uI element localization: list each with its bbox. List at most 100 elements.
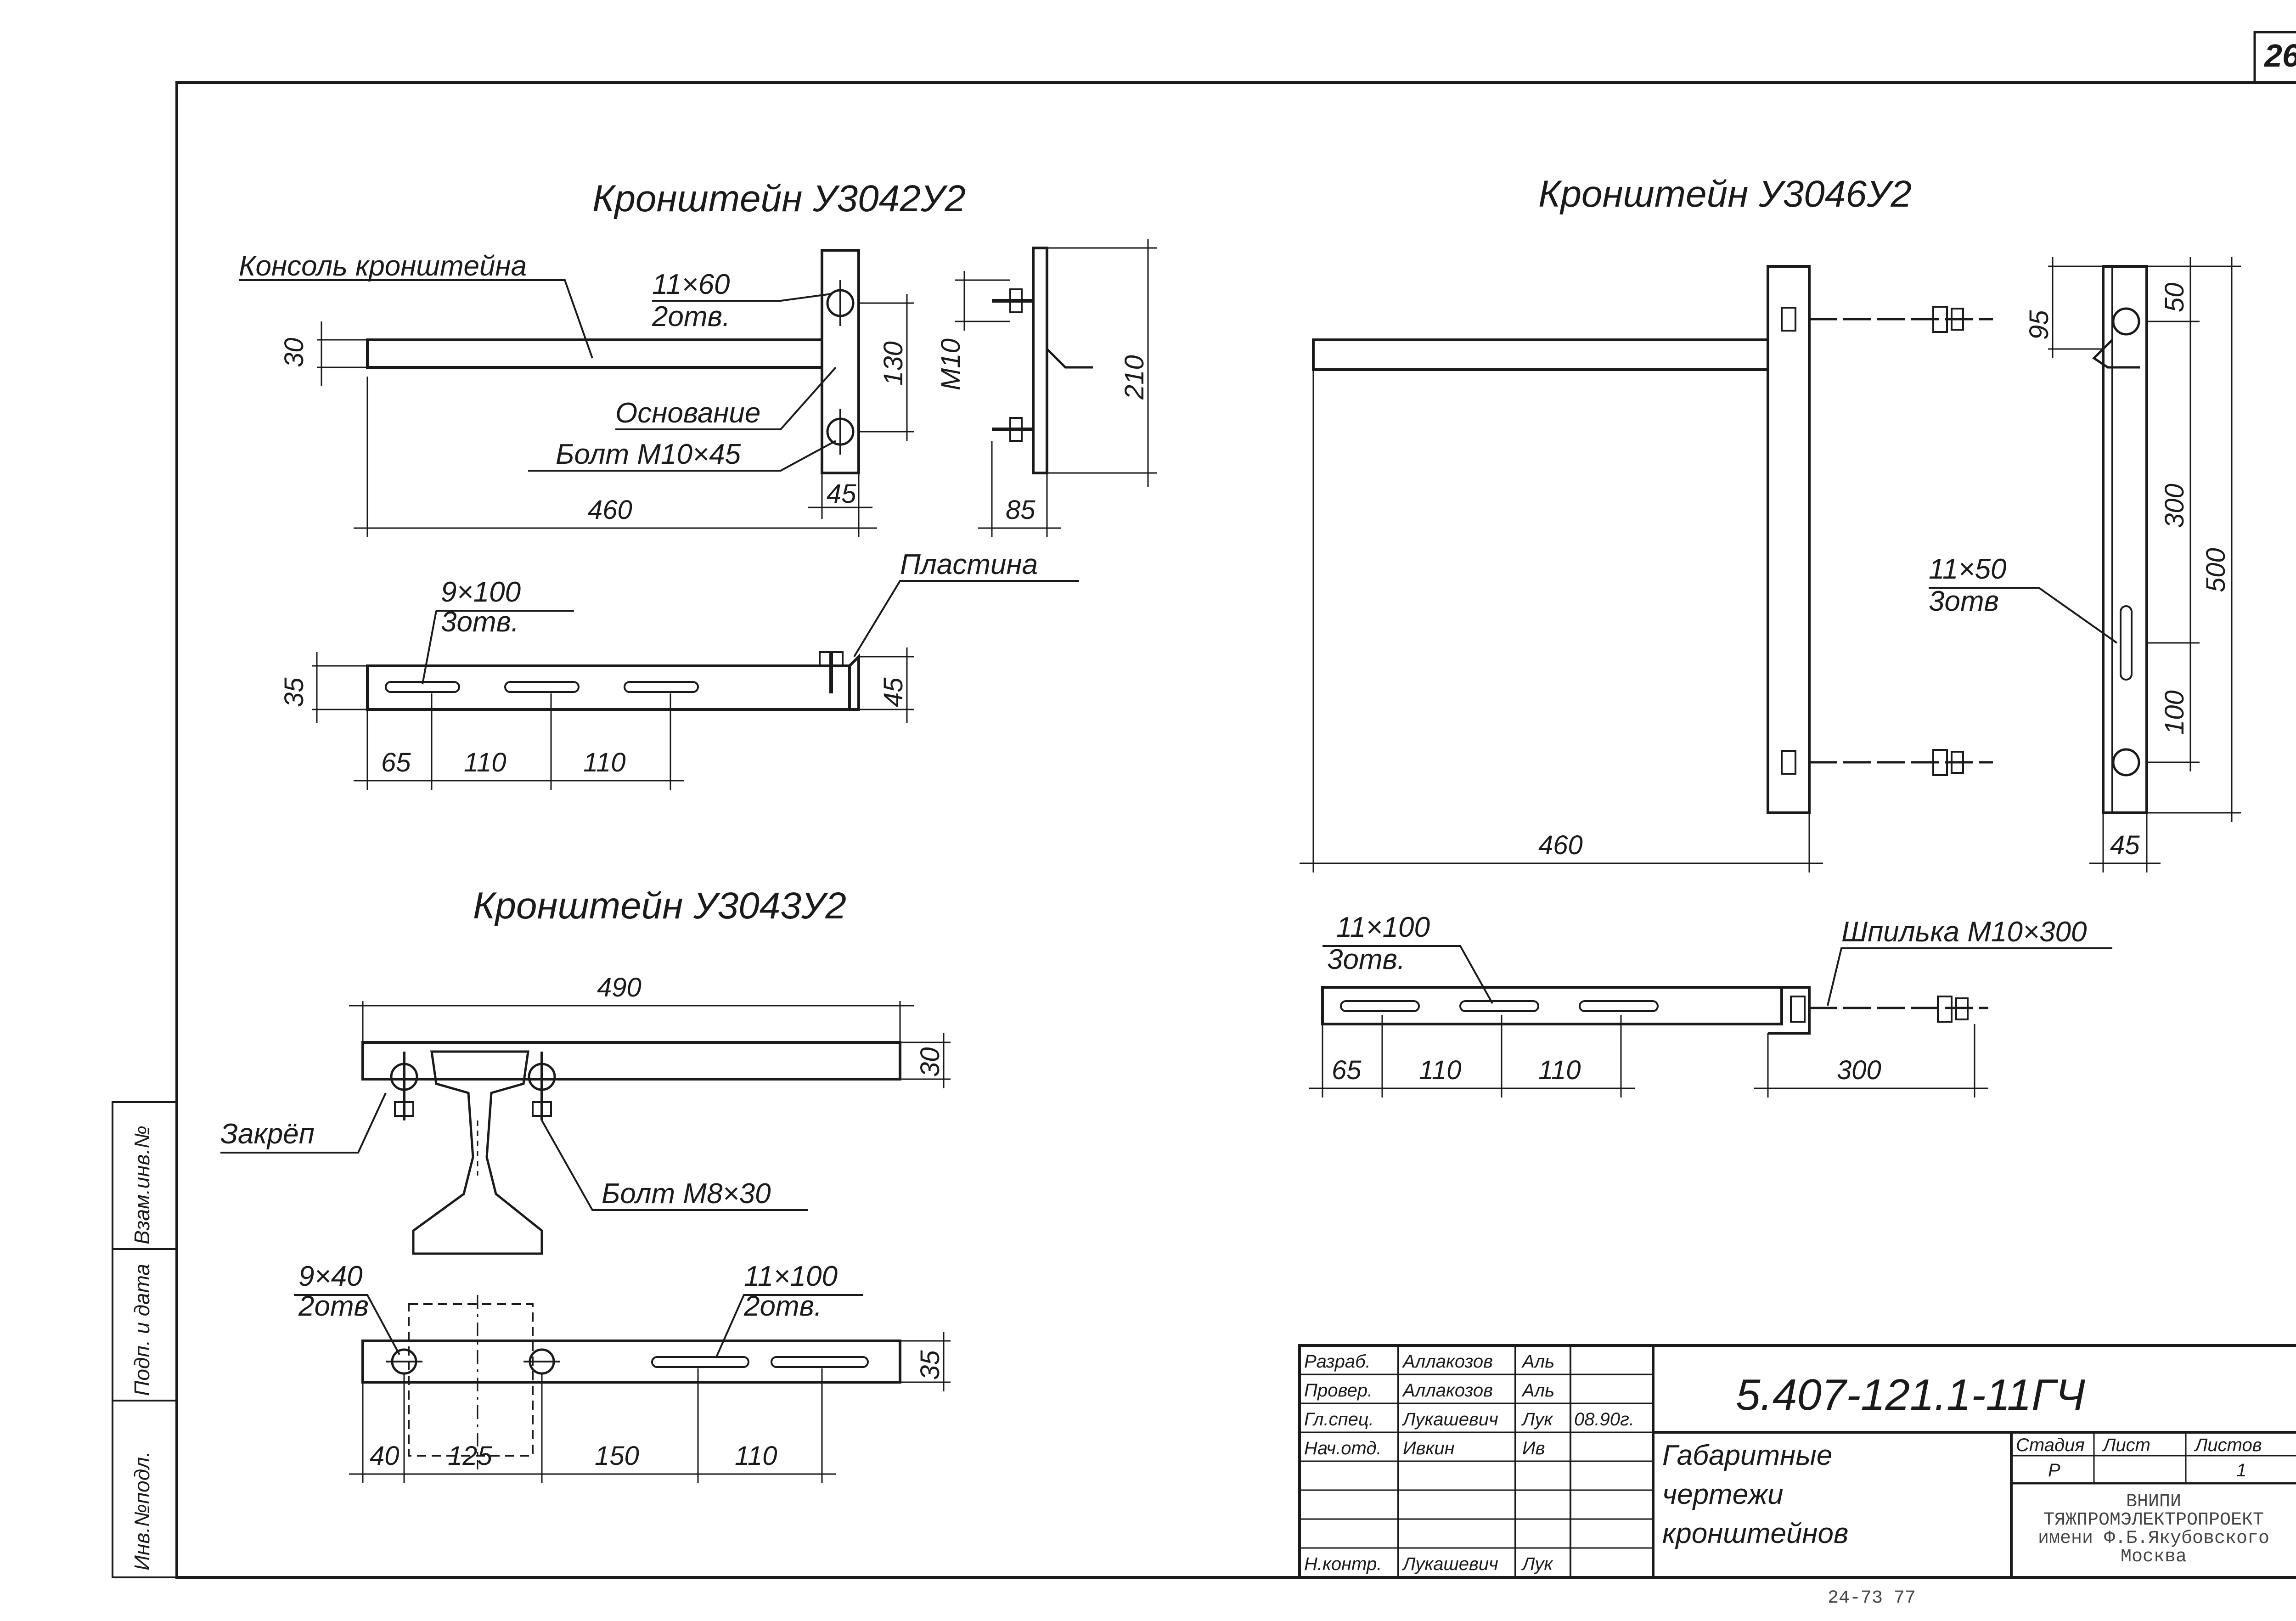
base-plate [821,249,860,474]
tb-sign-3: Ив [1522,1438,1545,1458]
stage-value: Р [2048,1460,2060,1480]
slot-label-b3-2: 3отв [1929,585,1999,617]
title-block: Разраб. Аллакозов Аль Провер. Аллакозов … [1298,1344,2296,1579]
bottom-code: 24-73 77 [1828,1588,1916,1609]
dim-45-b3: 45 [2110,830,2140,860]
bracket-1-title: Кронштейн У3042У2 [592,178,966,220]
tb-role-2: Гл.спец. [1304,1409,1374,1430]
bracket-3-side-plate [2102,265,2148,814]
org-line-2: ТЯЖПРОМЭЛЕКТРОПРОЕКТ [2043,1510,2264,1531]
tb-role-0: Разраб. [1304,1351,1371,1372]
side-view-plate [1032,247,1048,474]
bracket-3-base [1767,265,1811,814]
sheets-header: Листов [2194,1435,2262,1455]
bracket-3-view: Кронштейн У3046У2 460 11×50 3отв 95 [1300,173,2241,1098]
side-stamp-sign: Подп. и дата [130,1264,154,1396]
dim-50: 50 [2160,282,2189,312]
clamp-label: Закрёп [220,1118,315,1150]
org-line-4: Москва [2121,1547,2187,1567]
tb-sign-2: Лук [1521,1409,1553,1430]
dim-110b-b3: 110 [1538,1055,1581,1085]
hole-label-b2-1: 9×40 [298,1261,363,1292]
tb-sign-1: Аль [1521,1380,1554,1401]
dim-150: 150 [595,1441,639,1471]
dim-30-b2: 30 [915,1047,945,1077]
dim-35-b2: 35 [915,1350,945,1380]
tb-name-2: Лукашевич [1401,1409,1498,1430]
hole-label-2: 2отв. [652,301,730,332]
dim-300-b3: 300 [2160,484,2189,528]
dim-40: 40 [370,1441,400,1471]
bolt-label-b2: Болт М8×30 [602,1178,771,1210]
bracket-2-beam [361,1041,901,1081]
rail-profile [412,1050,543,1255]
tb-name-3: Ивкин [1403,1438,1455,1458]
dim-100-b3: 100 [2160,690,2189,735]
bracket-1-view: Кронштейн У3042У2 Консоль кронштейна 11×… [239,178,1157,790]
tb-date-2: 08.90г. [1574,1409,1634,1430]
sheet-number: 26 [2263,38,2296,73]
dim-85: 85 [1006,495,1035,525]
side-stamp: Инв.№подл. Подп. и дата Взам.инв.№ [112,1101,178,1578]
dim-300b-b3: 300 [1837,1055,1881,1085]
console-beam [366,338,823,369]
dim-490: 490 [597,973,642,1002]
dim-65-b3: 65 [1332,1055,1362,1085]
dim-m10: М10 [936,338,966,390]
tb-name-1: Аллакозов [1402,1380,1493,1401]
dim-130: 130 [878,341,908,386]
side-stamp-replace: Взам.инв.№ [130,1126,154,1244]
tb-role-3: Нач.отд. [1304,1438,1382,1458]
dim-35: 35 [279,677,309,707]
sheets-value: 1 [2236,1460,2246,1480]
bracket-3-beam [1312,338,1769,371]
dim-500: 500 [2201,548,2231,592]
dim-95: 95 [2024,310,2054,340]
base-label: Основание [615,397,760,429]
slot-label-1: 9×100 [441,576,521,608]
bracket-2-plan [361,1340,901,1384]
sheet-frame [175,81,2296,1579]
plate-outline [848,653,860,711]
dim-210: 210 [1120,355,1149,400]
dim-45b: 45 [878,677,908,707]
hole-label-1: 11×60 [652,269,730,300]
side-stamp-inv: Инв.№подл. [130,1451,154,1570]
doc-number: 5.407-121.1-11ГЧ [1736,1370,2085,1419]
tb-sign-0: Аль [1521,1351,1554,1372]
sheet-number-box [2253,31,2296,84]
drawing-title-1: Габаритные [1662,1440,1832,1471]
dim-110-b2: 110 [735,1441,777,1471]
slot-label-b3-b2: 3отв. [1327,944,1405,975]
drawing-title-2: чертежи [1662,1479,1784,1510]
dim-30: 30 [279,338,309,367]
tb-name-7: Лукашевич [1401,1554,1498,1574]
stage-header: Стадия [2016,1435,2085,1455]
org-line-1: ВНИПИ [2126,1492,2181,1512]
slot-label-b2-1: 11×100 [744,1261,838,1292]
drawing-title-3: кронштейнов [1662,1518,1848,1549]
dim-45: 45 [827,479,856,509]
stud-label: Шпилька М10×300 [1841,916,2087,948]
dim-460-b3: 460 [1538,830,1583,860]
rail-section-plan [408,1303,534,1457]
plate-label: Пластина [900,549,1038,580]
dim-110a: 110 [464,748,506,777]
dim-65: 65 [381,748,411,777]
org-line-3: имени Ф.Б.Якубовского [2038,1528,2269,1549]
tb-name-0: Аллакозов [1402,1351,1493,1372]
tb-role-7: Н.контр. [1304,1554,1382,1574]
tb-role-1: Провер. [1304,1380,1373,1401]
bracket-3-plan [1321,986,1783,1025]
dim-125: 125 [448,1441,493,1471]
plan-beam [366,664,851,711]
bracket-2-title: Кронштейн У3043У2 [473,885,846,927]
dim-110a-b3: 110 [1419,1055,1461,1085]
tb-sign-7: Лук [1521,1554,1553,1574]
bracket-2-view: Кронштейн У3043У2 490 30 Закрёп Болт М8×… [220,885,951,1483]
console-label: Консоль кронштейна [239,250,527,282]
dim-460: 460 [588,495,632,525]
slot-label-b3-b1: 11×100 [1336,912,1430,943]
bracket-3-title: Кронштейн У3046У2 [1538,173,1912,215]
